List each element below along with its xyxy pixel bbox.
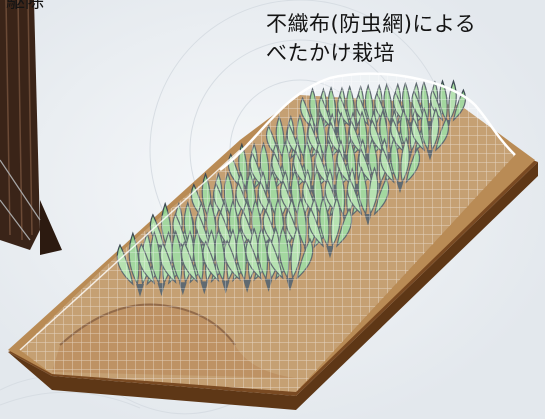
partial-heading: 駆除 — [6, 0, 45, 12]
row-cover-net — [19, 72, 516, 392]
diagram-caption: 不織布(防虫網)による べたかけ栽培 — [266, 10, 536, 68]
wooden-post — [0, 0, 62, 255]
caption-line-2: べたかけ栽培 — [266, 41, 395, 65]
caption-line-1: 不織布(防虫網)による — [266, 12, 477, 36]
